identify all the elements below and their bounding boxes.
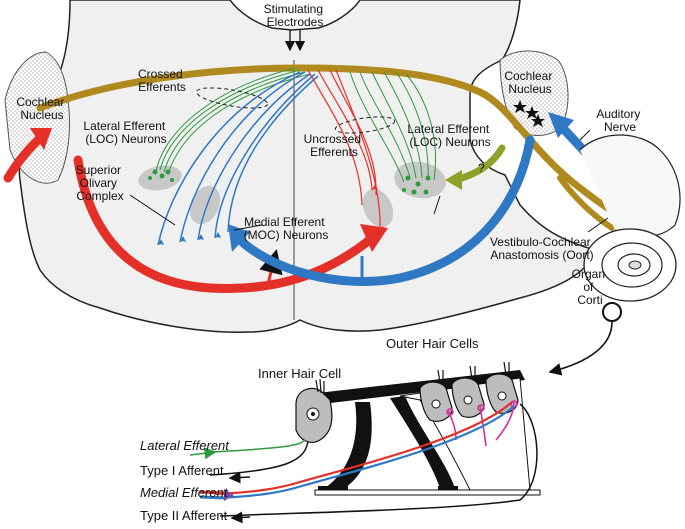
- label-loc-right: Lateral Efferent (LOC) Neurons: [407, 122, 492, 149]
- label-crossed-efferents: Crossed Efferents: [138, 67, 186, 94]
- moc-fibers-uncrossed: [307, 69, 381, 231]
- moc-neurons-right: [372, 184, 386, 232]
- legend: Lateral Efferent Type I Afferent Medial …: [140, 438, 251, 524]
- label-organ-of-corti: Organ of Corti: [572, 267, 609, 307]
- soc-mso-left: [189, 185, 221, 225]
- soc-lso-left: [138, 165, 182, 191]
- label-question-mark: ?: [478, 161, 485, 175]
- label-uncrossed-efferents: Uncrossed Efferents: [304, 132, 365, 159]
- red-stem-moc-left: [259, 249, 283, 285]
- label-superior-olivary-complex: Superior Olivary Complex: [76, 163, 125, 203]
- loc-neurons-right: [402, 175, 431, 195]
- moc-neurons-left: [158, 232, 221, 245]
- legend-medial-efferent-arrow-blue: [199, 495, 226, 500]
- olive-feedback-arrow-head: [445, 170, 462, 190]
- inner-hair-cell-stereocilia: [315, 378, 325, 395]
- organ-of-corti-highlight: [602, 302, 622, 322]
- legend-type-ii-afferent: Type II Afferent: [140, 508, 228, 523]
- label-moc-neurons: Medial Efferent (MOC) Neurons: [244, 215, 329, 242]
- hair-cell-detail: [209, 361, 541, 517]
- crossed-efferents-ellipse: [196, 87, 268, 109]
- type-ii-afferent-fiber: [219, 403, 538, 517]
- cochlea-apex: [628, 260, 642, 270]
- label-auditory-nerve: Auditory Nerve: [596, 107, 643, 134]
- legend-type-i-afferent: Type I Afferent: [140, 463, 224, 478]
- uncrossed-efferents-ellipse: [334, 116, 396, 134]
- legend-type-i-afferent-arrow: [228, 471, 251, 484]
- blue-auditory-arrow-head: [548, 112, 574, 138]
- label-inner-hair-cell: Inner Hair Cell: [258, 366, 341, 381]
- legend-medial-efferent-arrow-head: [224, 489, 234, 501]
- loc-fibers-right: [349, 71, 437, 183]
- moc-fibers-crossed: [157, 71, 319, 246]
- cochlea-middle-turn: [601, 242, 663, 288]
- outer-hair-cell-2: [451, 365, 485, 418]
- efferent-bundle-olive: [36, 64, 644, 228]
- medial-efferent-fiber-blue: [214, 405, 515, 500]
- leader-lines: [129, 129, 609, 233]
- outer-pillar: [390, 396, 455, 488]
- legend-lateral-efferent: Lateral Efferent: [140, 438, 230, 453]
- legend-type-ii-afferent-arrow: [230, 511, 251, 524]
- cochlear-nucleus-left-region: [4, 51, 70, 184]
- oort-branch-olive: [557, 175, 615, 231]
- label-cochlear-nucleus-right: Cochlear Nucleus: [504, 69, 555, 96]
- red-arrow-left-head: [30, 128, 52, 150]
- soc-lso-right: [394, 161, 446, 199]
- red-arc-left: [3, 133, 45, 183]
- basilar-membrane-foot: [318, 486, 348, 490]
- legend-lateral-efferent-arrow: [189, 447, 217, 460]
- cochlear-nucleus-star-icons: [513, 100, 545, 127]
- red-arc-bottom: [73, 155, 377, 293]
- blue-arc: [233, 135, 535, 287]
- label-stimulating-electrodes: Stimulating Electrodes: [264, 2, 327, 29]
- medial-efferent-fiber-red: [214, 401, 513, 496]
- blue-arrow-head: [228, 224, 250, 252]
- inner-pillar: [325, 402, 372, 488]
- cochlea-inner-turn: [617, 253, 651, 277]
- soc-mso-right: [362, 188, 394, 228]
- basilar-membrane: [314, 489, 541, 496]
- lateral-efferent-fiber: [209, 439, 306, 453]
- loc-neurons-left: [148, 169, 174, 182]
- zoom-arrow: [548, 321, 613, 376]
- legend-medial-efferent: Medial Efferent: [140, 485, 229, 500]
- cochlea-illustration: [548, 134, 681, 376]
- brainstem-section: [3, 0, 644, 333]
- diagram-labels: Stimulating Electrodes Crossed Efferents…: [16, 2, 643, 381]
- label-cochlear-nucleus-left: Cochlear Nucleus: [16, 95, 67, 122]
- loc-fibers-left: [155, 67, 311, 175]
- legend-medial-efferent-arrow-red: [199, 490, 226, 495]
- outer-hair-cell-1: [419, 369, 453, 422]
- auditory-nerve-bundle: [579, 134, 681, 238]
- basilar-membrane-foot-2: [438, 486, 458, 490]
- label-outer-hair-cells: Outer Hair Cells: [386, 336, 479, 351]
- label-loc-left: Lateral Efferent (LOC) Neurons: [83, 119, 168, 146]
- label-vestibulo-cochlear: Vestibulo-Cochlear Anastomosis (Oort): [490, 235, 594, 262]
